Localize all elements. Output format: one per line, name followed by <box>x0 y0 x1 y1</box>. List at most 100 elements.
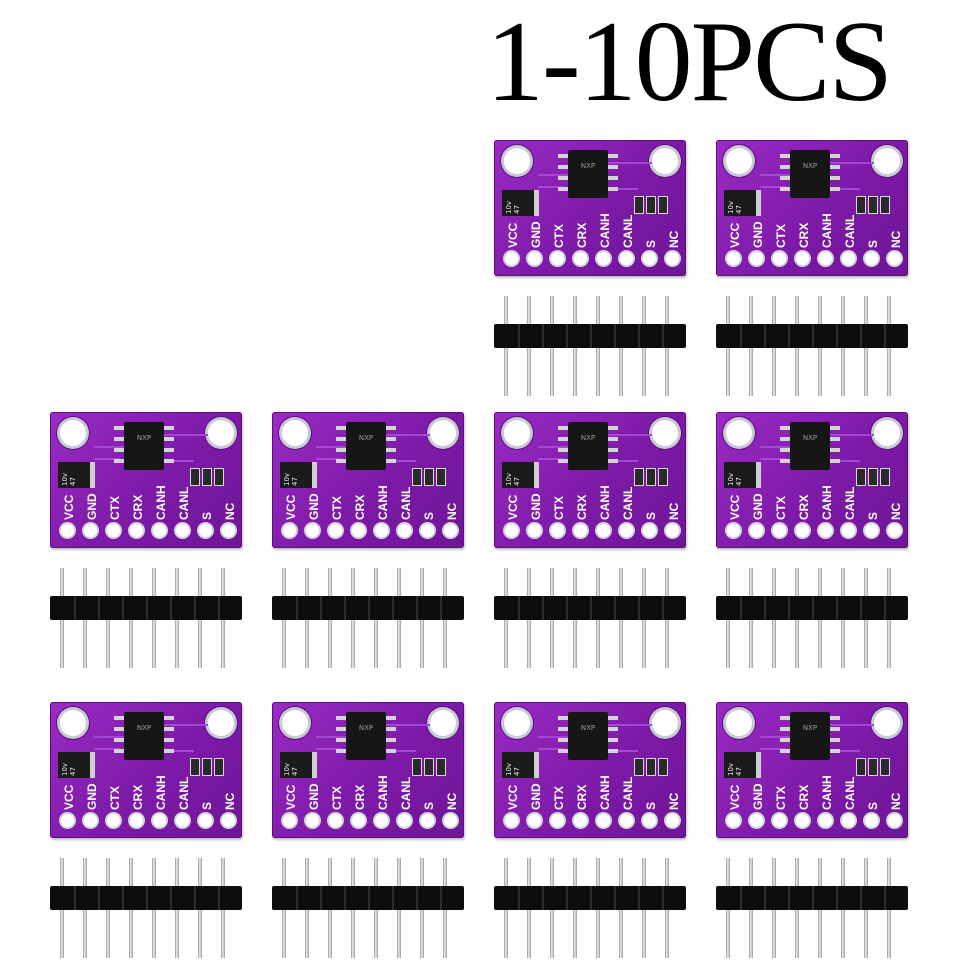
header-divider <box>542 324 544 348</box>
header-divider <box>812 886 814 910</box>
pin-pad <box>819 814 832 827</box>
transceiver-chip: NXP <box>790 712 830 760</box>
header-plastic <box>716 886 908 910</box>
chip-pin <box>386 738 396 742</box>
pin-pad <box>398 814 411 827</box>
transceiver-chip: NXP <box>790 150 830 198</box>
pin-pad <box>528 524 541 537</box>
chip-pin <box>608 459 618 463</box>
header-divider <box>662 596 664 620</box>
pin-label: CTX <box>774 786 788 810</box>
pcb-trace <box>94 446 124 448</box>
chip-pin <box>336 448 346 452</box>
header-divider <box>74 886 76 910</box>
pin-label: NC <box>889 792 903 810</box>
header-divider <box>566 886 568 910</box>
pin-label: CANH <box>598 775 612 810</box>
chip-pin <box>336 738 346 742</box>
pin-label: CRX <box>797 222 811 248</box>
pin-pad <box>666 814 679 827</box>
header-divider <box>320 886 322 910</box>
chip-pin <box>558 437 568 441</box>
pin-pad <box>222 524 235 537</box>
mounting-hole <box>504 420 530 446</box>
pin-header <box>272 568 464 668</box>
chip-pin <box>558 165 568 169</box>
chip-pin <box>780 187 790 191</box>
pin-label: GND <box>529 493 543 520</box>
pin-pad <box>819 252 832 265</box>
pin-label: S <box>422 511 436 520</box>
pin-label: CTX <box>330 496 344 520</box>
pin-pad <box>888 524 901 537</box>
chip-pin <box>608 749 618 753</box>
pcb-trace <box>164 724 208 726</box>
chip-marking: NXP <box>358 434 374 442</box>
pin-pad <box>666 524 679 537</box>
pin-label: S <box>200 801 214 810</box>
pin-pad <box>597 524 610 537</box>
pin-pad <box>796 814 809 827</box>
chip-pin <box>164 716 174 720</box>
chip-pin <box>336 727 346 731</box>
pcb-trace <box>608 724 652 726</box>
pin-pad <box>865 252 878 265</box>
header-divider <box>836 596 838 620</box>
mounting-hole <box>60 710 86 736</box>
pin-label: GND <box>307 493 321 520</box>
smd-component <box>646 196 656 214</box>
header-plastic <box>494 324 686 348</box>
transceiver-chip: NXP <box>346 422 386 470</box>
capacitor: 10v 47 <box>58 752 95 778</box>
pin-label: VCC <box>62 784 76 810</box>
pin-label: CRX <box>131 784 145 810</box>
pin-pad <box>398 524 411 537</box>
pcb-trace <box>608 188 638 190</box>
chip-pin <box>830 426 840 430</box>
pin-pad <box>727 524 740 537</box>
pin-pad <box>505 814 518 827</box>
pin-pad <box>842 252 855 265</box>
header-divider <box>98 886 100 910</box>
capacitor: 10v 47 <box>724 462 761 488</box>
pcb-trace <box>94 748 120 750</box>
pin-label: VCC <box>284 494 298 520</box>
pin-label: NC <box>667 502 681 520</box>
chip-pin <box>386 749 396 753</box>
pin-label: VCC <box>728 494 742 520</box>
header-plastic <box>716 324 908 348</box>
pin-label: CANL <box>399 776 413 810</box>
header-divider <box>518 596 520 620</box>
chip-pin <box>608 716 618 720</box>
chip-marking: NXP <box>358 724 374 732</box>
capacitor: 10v 47 <box>280 462 317 488</box>
header-divider <box>590 324 592 348</box>
pcb-trace <box>94 736 124 738</box>
transceiver-chip: NXP <box>346 712 386 760</box>
pin-label: CANL <box>621 486 635 520</box>
smd-component <box>880 758 890 776</box>
chip-marking: NXP <box>580 434 596 442</box>
pin-label: CANH <box>154 485 168 520</box>
pin-pad <box>61 524 74 537</box>
pin-pad <box>329 814 342 827</box>
capacitor: 10v 47 <box>58 462 95 488</box>
header-divider <box>764 324 766 348</box>
pin-pad <box>153 814 166 827</box>
pin-label: CANL <box>177 486 191 520</box>
pin-label: CANL <box>843 776 857 810</box>
chip-marking: NXP <box>580 724 596 732</box>
header-divider <box>836 886 838 910</box>
header-divider <box>566 596 568 620</box>
pin-pad <box>306 814 319 827</box>
mounting-hole <box>874 710 900 736</box>
header-divider <box>74 596 76 620</box>
header-divider <box>296 886 298 910</box>
pcb-trace <box>760 458 786 460</box>
